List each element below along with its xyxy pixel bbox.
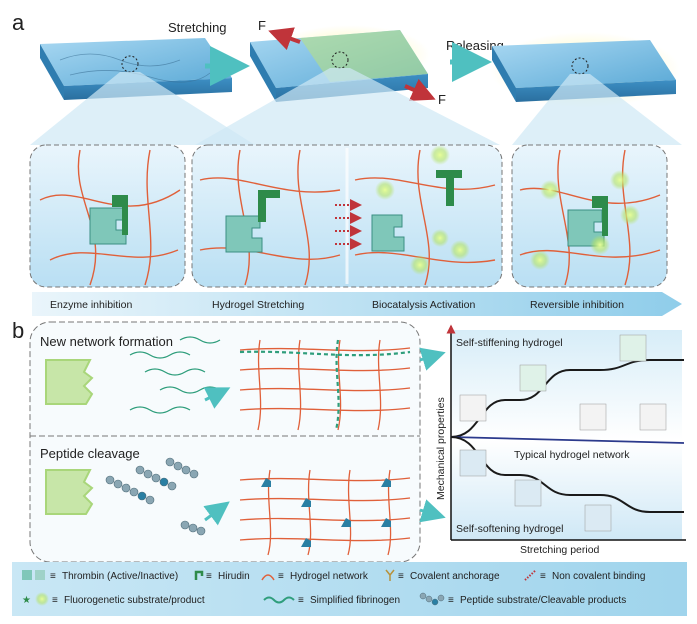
thrombin-icon [22, 570, 32, 580]
to-softening-arrow [419, 499, 446, 523]
force-label-left: F [258, 18, 266, 33]
panel-b-label: b [12, 318, 24, 343]
thrombin-inactive-icon [35, 570, 45, 580]
typical-line [450, 436, 685, 444]
hydrogel-network-icon [261, 574, 275, 581]
legend-equiv-3: ≡ [278, 571, 284, 582]
legend-equiv-4: ≡ [398, 571, 404, 582]
peptide-icon [419, 592, 445, 606]
legend-row-2: ★ ≡ Fluorogenetic substrate/product ≡ Si… [22, 592, 626, 606]
legend-fibrinogen: Simplified fibrinogen [310, 595, 400, 606]
thrombin-enzyme-top [45, 359, 94, 405]
legend-equiv-1: ≡ [50, 571, 56, 582]
bubble-enzyme-inhibition [29, 144, 186, 288]
legend-covalent: Covalent anchorage [410, 571, 500, 582]
stage-label-1: Enzyme inhibition [50, 299, 132, 311]
fibrinogen-icon [263, 596, 295, 604]
schematic-box [29, 321, 421, 563]
legend-equiv-6: ≡ [52, 595, 58, 606]
to-stiffening-arrow [419, 347, 446, 371]
legend-fluoro: Fluorogenetic substrate/product [64, 595, 205, 606]
mechanical-graph [446, 324, 686, 541]
peptide-cleavage-label: Peptide cleavage [40, 446, 140, 461]
typical-label: Typical hydrogel network [514, 449, 630, 461]
stage-label-3: Biocatalysis Activation [372, 299, 475, 311]
network-arrow [203, 387, 231, 409]
legend-equiv-5: ≡ [540, 571, 546, 582]
legend-peptide: Peptide substrate/Cleavable products [460, 595, 626, 606]
stiffening-label: Self-stiffening hydrogel [456, 337, 563, 349]
new-network-grid [239, 339, 411, 431]
stretching-label: Stretching [168, 20, 227, 35]
bubble-hydrogel-stretching [191, 144, 503, 288]
legend-hydrogel: Hydrogel network [290, 571, 369, 582]
legend-row-1: ≡ Thrombin (Active/Inactive) ≡ Hirudin ≡… [22, 569, 645, 582]
covalent-icon [385, 569, 395, 581]
panel-a-label: a [12, 10, 25, 35]
product-glow-icon [35, 592, 49, 606]
zoom-cone-1 [30, 72, 255, 145]
cleaved-network-grid [239, 469, 411, 556]
x-axis-label: Stretching period [520, 544, 600, 556]
legend-hirudin: Hirudin [218, 571, 250, 582]
legend-noncovalent: Non covalent binding [552, 571, 645, 582]
force-label-right: F [438, 92, 446, 107]
y-axis-label: Mechanical properties [435, 397, 447, 500]
legend-thrombin: Thrombin (Active/Inactive) [62, 571, 178, 582]
peptide-chains [105, 457, 206, 536]
legend-equiv-8: ≡ [448, 595, 454, 606]
cleavage-arrow [203, 501, 230, 526]
force-arrow-right [404, 78, 436, 101]
force-arrow-left [268, 27, 301, 51]
bubble-reversible-inhibition [511, 144, 668, 288]
legend-box [12, 562, 687, 616]
legend-equiv-7: ≡ [298, 595, 304, 606]
stage-label-4: Reversible inhibition [530, 299, 624, 311]
zoom-cone-3 [512, 74, 682, 145]
legend-equiv-2: ≡ [206, 571, 212, 582]
stage-label-2: Hydrogel Stretching [212, 299, 304, 311]
substrate-star-icon: ★ [22, 595, 31, 606]
new-network-label: New network formation [40, 334, 173, 349]
softening-label: Self-softening hydrogel [456, 523, 563, 535]
noncovalent-icon [524, 569, 537, 581]
stage-band [32, 292, 682, 316]
hirudin-icon [194, 570, 204, 580]
thrombin-enzyme-bottom [45, 469, 94, 515]
zoom-cone-2 [195, 68, 500, 145]
fibrinogen-chains [129, 336, 221, 414]
